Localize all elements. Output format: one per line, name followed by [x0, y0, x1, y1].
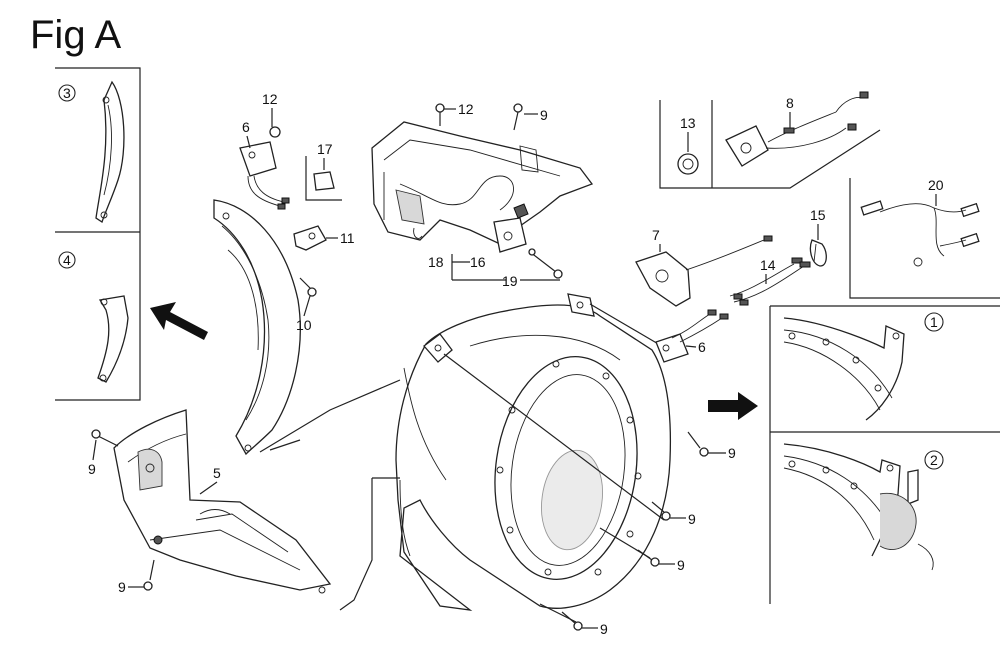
callout-2-circle: [924, 450, 944, 470]
bolt-9-right: [687, 431, 709, 457]
part-6-left: [239, 141, 290, 210]
label-9-bottom: 9: [600, 621, 608, 637]
callout-3-circle: [58, 84, 76, 102]
bolt-9-top: [513, 103, 523, 131]
part-7-sensor: [635, 235, 773, 307]
label-11: 11: [340, 230, 355, 246]
inset-right: 1 2: [769, 305, 1000, 604]
label-9-left: 9: [88, 461, 96, 477]
label-14: 14: [760, 257, 776, 273]
part-5-lower-shroud: [113, 409, 332, 594]
bolt-9-mid1: [651, 501, 671, 521]
arrow-left-icon: [150, 302, 208, 340]
bolt-9-bottom: [561, 611, 583, 631]
part-15-clip: [809, 239, 827, 267]
label-8: 8: [786, 95, 794, 111]
part-6-right: [655, 309, 729, 363]
label-13: 13: [680, 115, 696, 131]
bolt-9-left: [91, 429, 119, 447]
label-10: 10: [296, 317, 312, 333]
arrow-right-icon: [708, 392, 758, 420]
inset-left: 3 4: [55, 67, 141, 401]
label-6-left: 6: [242, 119, 250, 135]
callout-3: 3: [63, 85, 71, 101]
label-12-left: 12: [262, 91, 278, 107]
callout-4: 4: [63, 252, 71, 268]
bolt-10: [299, 277, 317, 297]
label-9-right: 9: [728, 445, 736, 461]
inset-13-8: [659, 91, 881, 189]
label-18: 18: [428, 254, 444, 270]
callout-4-circle: [58, 251, 76, 269]
figure-title: Fig A: [30, 13, 121, 57]
fan-housing: [339, 293, 671, 623]
label-5: 5: [213, 465, 221, 481]
bolt-9-mid2: [637, 549, 660, 567]
label-6-right: 6: [698, 339, 706, 355]
label-9-mid2: 9: [677, 557, 685, 573]
upper-shroud: [371, 121, 594, 253]
callout-1-circle: [924, 312, 944, 332]
label-15: 15: [810, 207, 826, 223]
label-12-top: 12: [458, 101, 474, 117]
bracket-detail-4: [97, 295, 129, 383]
callout-1: 1: [930, 314, 938, 330]
part-17-box: [305, 156, 342, 201]
bolt-12-top: [435, 103, 445, 126]
part-11-clip: [293, 225, 338, 251]
bolt-9-bottom-left: [143, 559, 155, 591]
shroud-detail-3: [95, 80, 125, 224]
label-16: 16: [470, 254, 486, 270]
label-7: 7: [652, 227, 660, 243]
label-20: 20: [928, 177, 944, 193]
label-9-mid1: 9: [688, 511, 696, 527]
bolt-19: [528, 248, 563, 279]
left-shroud: [213, 199, 401, 456]
label-9-top: 9: [540, 107, 548, 123]
label-17: 17: [317, 141, 333, 157]
part-14-connectors: [729, 257, 811, 306]
label-9-bottom-left: 9: [118, 579, 126, 595]
part-20-box: [849, 178, 1000, 299]
label-19: 19: [502, 273, 518, 289]
bolt-12-left: [269, 118, 281, 138]
callout-2: 2: [930, 452, 938, 468]
